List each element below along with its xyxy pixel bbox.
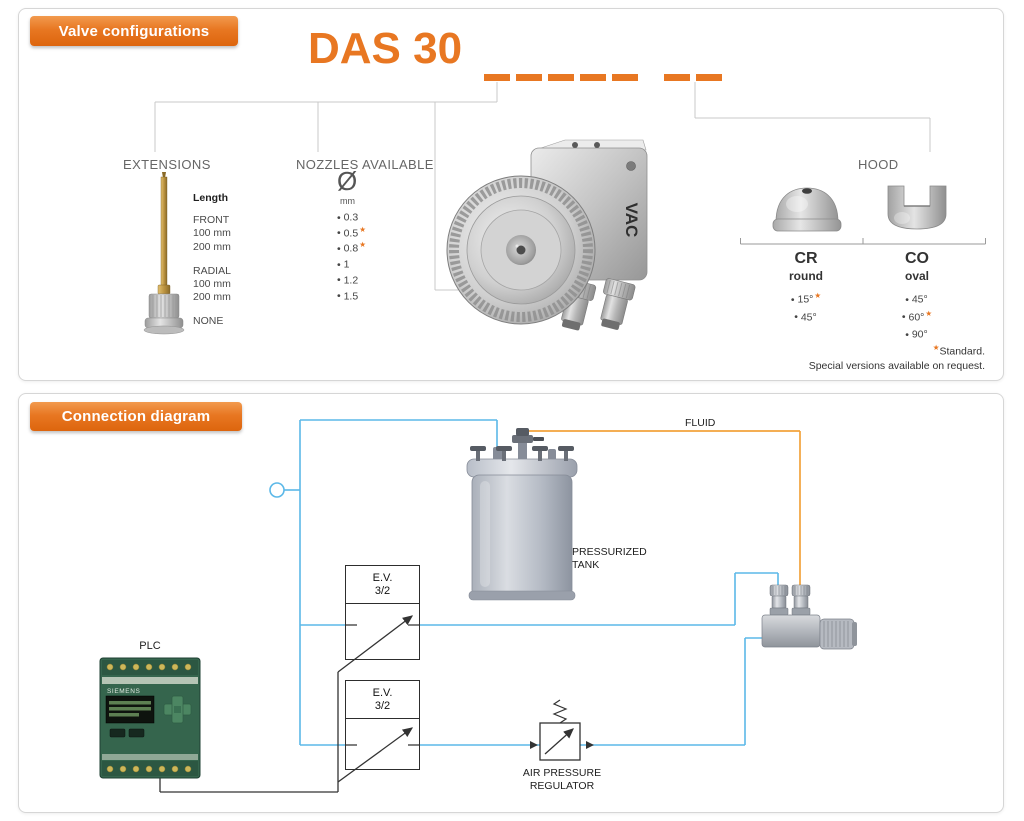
valve-config-ribbon-label: Valve configurations	[58, 22, 210, 40]
hood-shape: round	[789, 269, 823, 283]
hood-shape: oval	[904, 269, 929, 283]
fluid-label: FLUID	[682, 417, 719, 430]
product-title: DAS 30	[308, 24, 463, 73]
connection-ribbon: Connection diagram	[30, 402, 242, 431]
nozzles-heading: NOZZLES AVAILABLE	[296, 157, 434, 172]
extensions-group-radial: RADIAL 100 mm 200 mm	[193, 264, 231, 304]
hood-code: CO	[905, 250, 929, 267]
pressurized-tank-label: PRESSURIZED TANK	[572, 546, 647, 571]
nozzle-unit-label: mm	[340, 196, 355, 206]
hood-code: CR	[794, 250, 818, 267]
config-dash	[612, 74, 638, 81]
nozzle-size-item: 1.2	[337, 271, 366, 287]
config-dashes	[484, 74, 722, 81]
extensions-option: 200 mm	[193, 240, 231, 253]
ev-valve-1: E.V. 3/2	[345, 565, 420, 660]
hood-heading: HOOD	[858, 157, 899, 172]
valve-config-ribbon: Valve configurations	[30, 16, 238, 46]
config-dash	[516, 74, 542, 81]
ev-valve-label: E.V. 3/2	[346, 681, 419, 719]
config-dash	[548, 74, 574, 81]
nozzle-size-item: 1.5	[337, 287, 366, 303]
nozzle-size-item: 0.8★	[337, 239, 366, 255]
valve-brand-text: VAC	[622, 203, 641, 238]
extensions-group-front: FRONT 100 mm 200 mm	[193, 214, 231, 253]
config-dash	[484, 74, 510, 81]
valve-photo: VAC	[446, 139, 648, 331]
hood-cr-illustration	[772, 187, 842, 232]
standard-star: ★	[814, 291, 822, 300]
air-supply-icon	[269, 482, 285, 498]
extensions-length-label: Length	[193, 192, 228, 204]
extension-illustration	[143, 172, 185, 335]
hood-divider	[740, 238, 986, 245]
extensions-none-label: NONE	[193, 315, 224, 328]
spray-valve-illustration	[761, 584, 857, 650]
air-lines	[284, 419, 779, 746]
hood-angle-item: 15°★	[763, 289, 849, 307]
plc-illustration: SIEMENS	[99, 657, 201, 779]
extensions-option: 100 mm	[193, 227, 231, 240]
air-pressure-regulator-label: AIR PRESSURE REGULATOR	[522, 767, 602, 792]
connection-ribbon-label: Connection diagram	[61, 408, 211, 425]
extensions-options: Length FRONT 100 mm 200 mm RADIAL 100 mm…	[193, 192, 231, 329]
extensions-option: 200 mm	[193, 291, 231, 304]
electric-lines	[159, 615, 420, 793]
hood-angle-item: 45°	[874, 289, 960, 307]
standard-star: ★	[925, 308, 933, 318]
nozzle-size-item: 0.5★	[337, 224, 366, 240]
hood-option-cr: CR round 15°★ 45°	[763, 250, 849, 324]
plc-brand: SIEMENS	[107, 688, 141, 695]
standard-star: ★	[932, 343, 940, 352]
config-dash	[664, 74, 690, 81]
standard-star: ★	[359, 224, 366, 234]
connection-diagram: SIEMENS	[99, 419, 857, 793]
hood-co-illustration	[887, 185, 947, 230]
config-dash	[696, 74, 722, 81]
hood-angle-item: 90°	[874, 324, 960, 342]
hood-angle-item: 45°	[763, 307, 849, 325]
nozzle-size-item: 0.3	[337, 208, 366, 224]
nozzle-diameter-symbol: Ø	[337, 166, 358, 196]
ev-valve-label: E.V. 3/2	[346, 566, 419, 604]
nozzle-size-item: 1	[337, 255, 366, 271]
footnote-text: Special versions available on request.	[808, 360, 985, 372]
extensions-option: 100 mm	[193, 278, 231, 291]
plc-label: PLC	[139, 640, 161, 652]
pressure-regulator-symbol	[530, 699, 594, 761]
pressurized-tank-illustration	[466, 428, 578, 601]
config-dash	[580, 74, 606, 81]
hood-option-co: CO oval 45° 60°★ 90°	[874, 250, 960, 342]
footnote: ★Standard. Special versions available on…	[690, 341, 985, 374]
ev-valve-2: E.V. 3/2	[345, 680, 420, 770]
config-connector-lines	[154, 82, 931, 291]
standard-star: ★	[359, 240, 366, 250]
hood-angle-item: 60°★	[874, 307, 960, 325]
nozzle-size-list: 0.3 0.5★ 0.8★ 1 1.2 1.5	[337, 208, 366, 303]
extensions-heading: EXTENSIONS	[123, 157, 211, 172]
